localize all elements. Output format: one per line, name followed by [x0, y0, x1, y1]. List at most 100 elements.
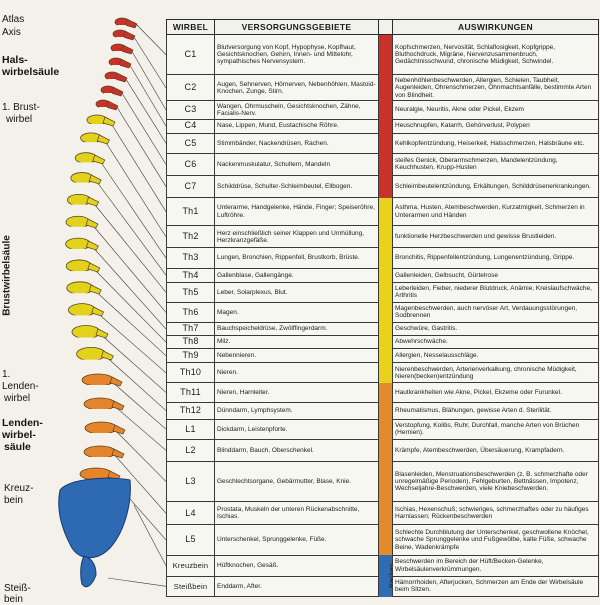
effects-cell: Beschwerden im Bereich der Hüft/Becken-G…	[392, 554, 599, 577]
intervertebral-disc	[118, 25, 126, 27]
vertebra-cell: Th6	[166, 301, 215, 323]
leader-line	[93, 309, 167, 374]
leader-line	[133, 21, 167, 55]
supply-area-cell: Nackenmuskulatur, Schultern, Mandeln	[214, 152, 379, 176]
supply-area-cell: Leber, Solarplexus, Blut.	[214, 281, 379, 303]
intervertebral-disc	[70, 204, 88, 207]
leader-line	[97, 331, 167, 393]
supply-area-cell: Enddarm, After.	[214, 575, 379, 598]
leader-line	[90, 265, 167, 343]
effects-cell: Hämorrhoiden, Afterjucken, Schmerzen am …	[392, 575, 599, 598]
sacrum-shape	[58, 477, 131, 559]
intervertebral-disc	[88, 433, 114, 435]
vertebra	[65, 215, 91, 229]
vertebra	[84, 421, 118, 435]
region-band: mittlerer Rücken	[378, 382, 393, 420]
supply-area-cell: Dickdarm, Leistenpforte.	[214, 418, 379, 440]
effects-cell: Geschwüre, Gastritis.	[392, 321, 599, 337]
vertebra	[71, 325, 101, 339]
leader-line	[90, 199, 167, 293]
intervertebral-disc	[78, 162, 94, 165]
vertebra-cell: L5	[166, 524, 215, 556]
vertebra-cell: Th3	[166, 247, 215, 269]
vertebra-cell: Th4	[166, 267, 215, 283]
leader-line	[123, 75, 167, 144]
vertebra	[83, 445, 117, 459]
intervertebral-disc	[108, 79, 116, 81]
vertebra	[68, 303, 97, 317]
intervertebral-disc	[69, 271, 89, 274]
vertebra-cell: Steißbein	[166, 575, 215, 598]
effects-cell: Allergien, Nesselausschläge.	[392, 348, 599, 364]
spinous-process	[110, 86, 124, 97]
leader-line	[112, 427, 167, 482]
spinous-process	[85, 218, 99, 229]
vertebrae-column	[65, 17, 138, 481]
leader-line	[127, 61, 167, 127]
vertebra-cell: L4	[166, 501, 215, 526]
vertebra	[65, 259, 93, 273]
supply-area-cell: Bauchspeicheldrüse, Zwölffingerdarm.	[214, 321, 379, 337]
effects-cell: Nierenbeschwerden, Arterienverkalkung, c…	[392, 362, 599, 384]
vertebra-cell: Th10	[166, 362, 215, 384]
leader-line	[108, 119, 167, 212]
effects-cell: Magenbeschwerden, auch nervöser Art, Ver…	[392, 301, 599, 323]
intervertebral-disc	[104, 93, 112, 95]
spinous-process	[92, 154, 106, 165]
header-wirbel: WIRBEL	[166, 19, 215, 35]
intervertebral-disc	[114, 51, 122, 53]
region-label: Becken	[386, 562, 393, 588]
label-lenden-1b: Lenden-	[2, 381, 39, 392]
spinous-process	[111, 400, 125, 411]
effects-cell: Abwehrschwäche.	[392, 335, 599, 350]
label-hals-1: Hals-	[2, 54, 28, 66]
supply-area-cell: Milz.	[214, 335, 379, 350]
vertebra-cell: L3	[166, 460, 215, 503]
effects-cell: Blasenleiden, Menstruationsbeschwerden (…	[392, 460, 599, 503]
effects-cell: Hautkrankheiten wie Akne, Pickel, Ekzeme…	[392, 382, 599, 403]
spinous-process	[124, 18, 138, 29]
intervertebral-disc	[69, 226, 87, 229]
spinous-process	[120, 44, 134, 55]
effects-cell: Neuralgie, Neuritis, Akne oder Pickel, E…	[392, 100, 599, 120]
intervertebral-disc	[83, 142, 99, 145]
label-steiss-1: Steiß-	[4, 583, 31, 594]
intervertebral-disc	[116, 37, 124, 39]
leader-line	[131, 33, 167, 89]
intervertebral-disc	[90, 124, 104, 126]
effects-cell: Kehlkopfentzündung, Heiserkeit, Halsschm…	[392, 132, 599, 154]
leader-line	[111, 403, 167, 451]
label-kreuz-2: bein	[4, 495, 23, 506]
vertebra	[83, 397, 117, 411]
leader-line	[109, 379, 167, 430]
label-lenden-2b: wirbel-	[2, 429, 36, 441]
supply-area-cell: Unterschenkel, Sprunggelenke, Füße.	[214, 524, 379, 556]
vertebra-cell: Th1	[166, 197, 215, 227]
spinous-process	[118, 58, 132, 69]
effects-cell: Kopfschmerzen, Nervosität, Schlaflosigke…	[392, 33, 599, 76]
leader-line	[102, 353, 167, 411]
spinous-process	[86, 196, 100, 207]
leader-line	[114, 103, 167, 187]
spinous-process	[114, 72, 128, 83]
supply-area-cell: Herz einschließlich seiner Klappen und U…	[214, 225, 379, 249]
intervertebral-disc	[75, 337, 97, 340]
vertebra-cell: C2	[166, 74, 215, 102]
effects-cell: Verstopfung, Kolitis, Ruhr, Durchfall, m…	[392, 418, 599, 440]
leader-line	[91, 287, 167, 356]
